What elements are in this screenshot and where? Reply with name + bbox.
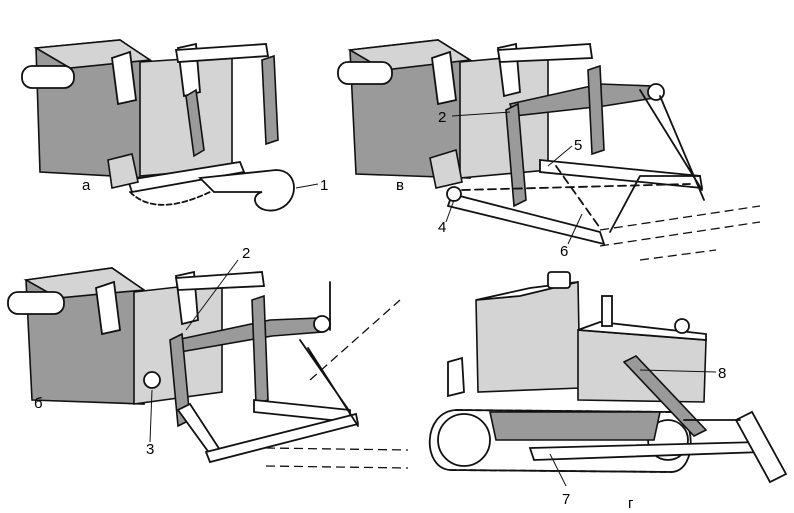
panel-b-strut-2 <box>251 294 269 406</box>
dozer-air-filter <box>674 318 690 334</box>
leader-7 <box>549 453 567 487</box>
panel-b-axle <box>7 291 65 315</box>
panel-v-ground-lines <box>599 205 761 261</box>
panel-a-side-plate <box>107 153 139 189</box>
dozer-idler-wheel <box>437 413 491 467</box>
panel-v-axle <box>337 61 393 85</box>
panel-a-axle <box>21 65 75 89</box>
callout-6: 6 <box>560 243 569 260</box>
panel-a-top-bar <box>174 43 270 63</box>
panel-v-side-plate <box>429 148 463 189</box>
panel-a-lower-bar <box>126 160 246 194</box>
leader-2-top <box>451 111 511 117</box>
panel-v-strut-2 <box>587 64 605 156</box>
panel-b-top-link-eye <box>313 315 331 333</box>
panel-v-lug-left <box>431 50 457 106</box>
leader-6 <box>567 213 583 245</box>
leader-4 <box>445 199 455 223</box>
leader-1 <box>295 183 319 189</box>
panel-a-lug-left <box>111 50 137 106</box>
panel-a-strut-1 <box>185 88 205 158</box>
callout-2-bottom: 2 <box>242 245 251 262</box>
panel-b <box>7 267 409 469</box>
dozer-track-shoes <box>449 469 673 473</box>
panel-a-hook <box>198 169 295 212</box>
panel-b-pin-3 <box>143 371 161 389</box>
callout-3: 3 <box>146 441 155 458</box>
panel-v-pin-4 <box>446 186 462 202</box>
dozer-hydraulic-cylinder <box>622 355 708 437</box>
callout-8: 8 <box>718 365 727 382</box>
leader-8 <box>639 369 717 373</box>
dozer-exhaust <box>601 295 613 327</box>
callout-5: 5 <box>574 137 583 154</box>
dozer-rear-ripper <box>734 410 788 484</box>
panel-v-implement-frame <box>609 89 705 233</box>
panel-v-chain-1 <box>461 183 691 191</box>
dozer-headlight <box>447 356 465 398</box>
panel-b-lug-left <box>95 280 121 336</box>
callout-2-top: 2 <box>438 109 447 126</box>
panel-v <box>337 39 761 261</box>
panel-a-chain <box>129 191 211 206</box>
leader-2-bottom <box>185 259 239 331</box>
panel-b-lower-arm-left <box>176 402 222 456</box>
panel-b-implement-frame <box>299 281 359 427</box>
panel-v-chain-2 <box>555 165 601 229</box>
panel-label-a: а <box>82 177 91 194</box>
dozer-lower-frame <box>489 411 661 441</box>
panel-b-top-bar <box>174 271 266 291</box>
callout-7: 7 <box>562 491 571 508</box>
panel-v-lower-arm-right <box>539 159 704 190</box>
panel-a-strut-2 <box>261 54 279 146</box>
panel-b-ground-lines <box>265 299 409 469</box>
panel-v-lower-arm-left <box>446 192 606 246</box>
callout-4: 4 <box>438 219 447 236</box>
leader-3 <box>149 389 153 443</box>
panel-v-strut <box>505 102 527 208</box>
panel-label-v: в <box>396 177 404 194</box>
panel-b-drawbar <box>204 412 360 464</box>
panel-label-g: г <box>628 495 634 512</box>
leader-lines <box>149 111 717 487</box>
panel-v-top-bar <box>496 43 594 63</box>
dozer-fuel-cap <box>547 271 571 289</box>
panel-a <box>21 39 295 212</box>
panel-g <box>428 271 788 484</box>
callout-1: 1 <box>320 177 329 194</box>
panel-label-b: б <box>34 395 43 412</box>
leader-5 <box>547 145 573 167</box>
